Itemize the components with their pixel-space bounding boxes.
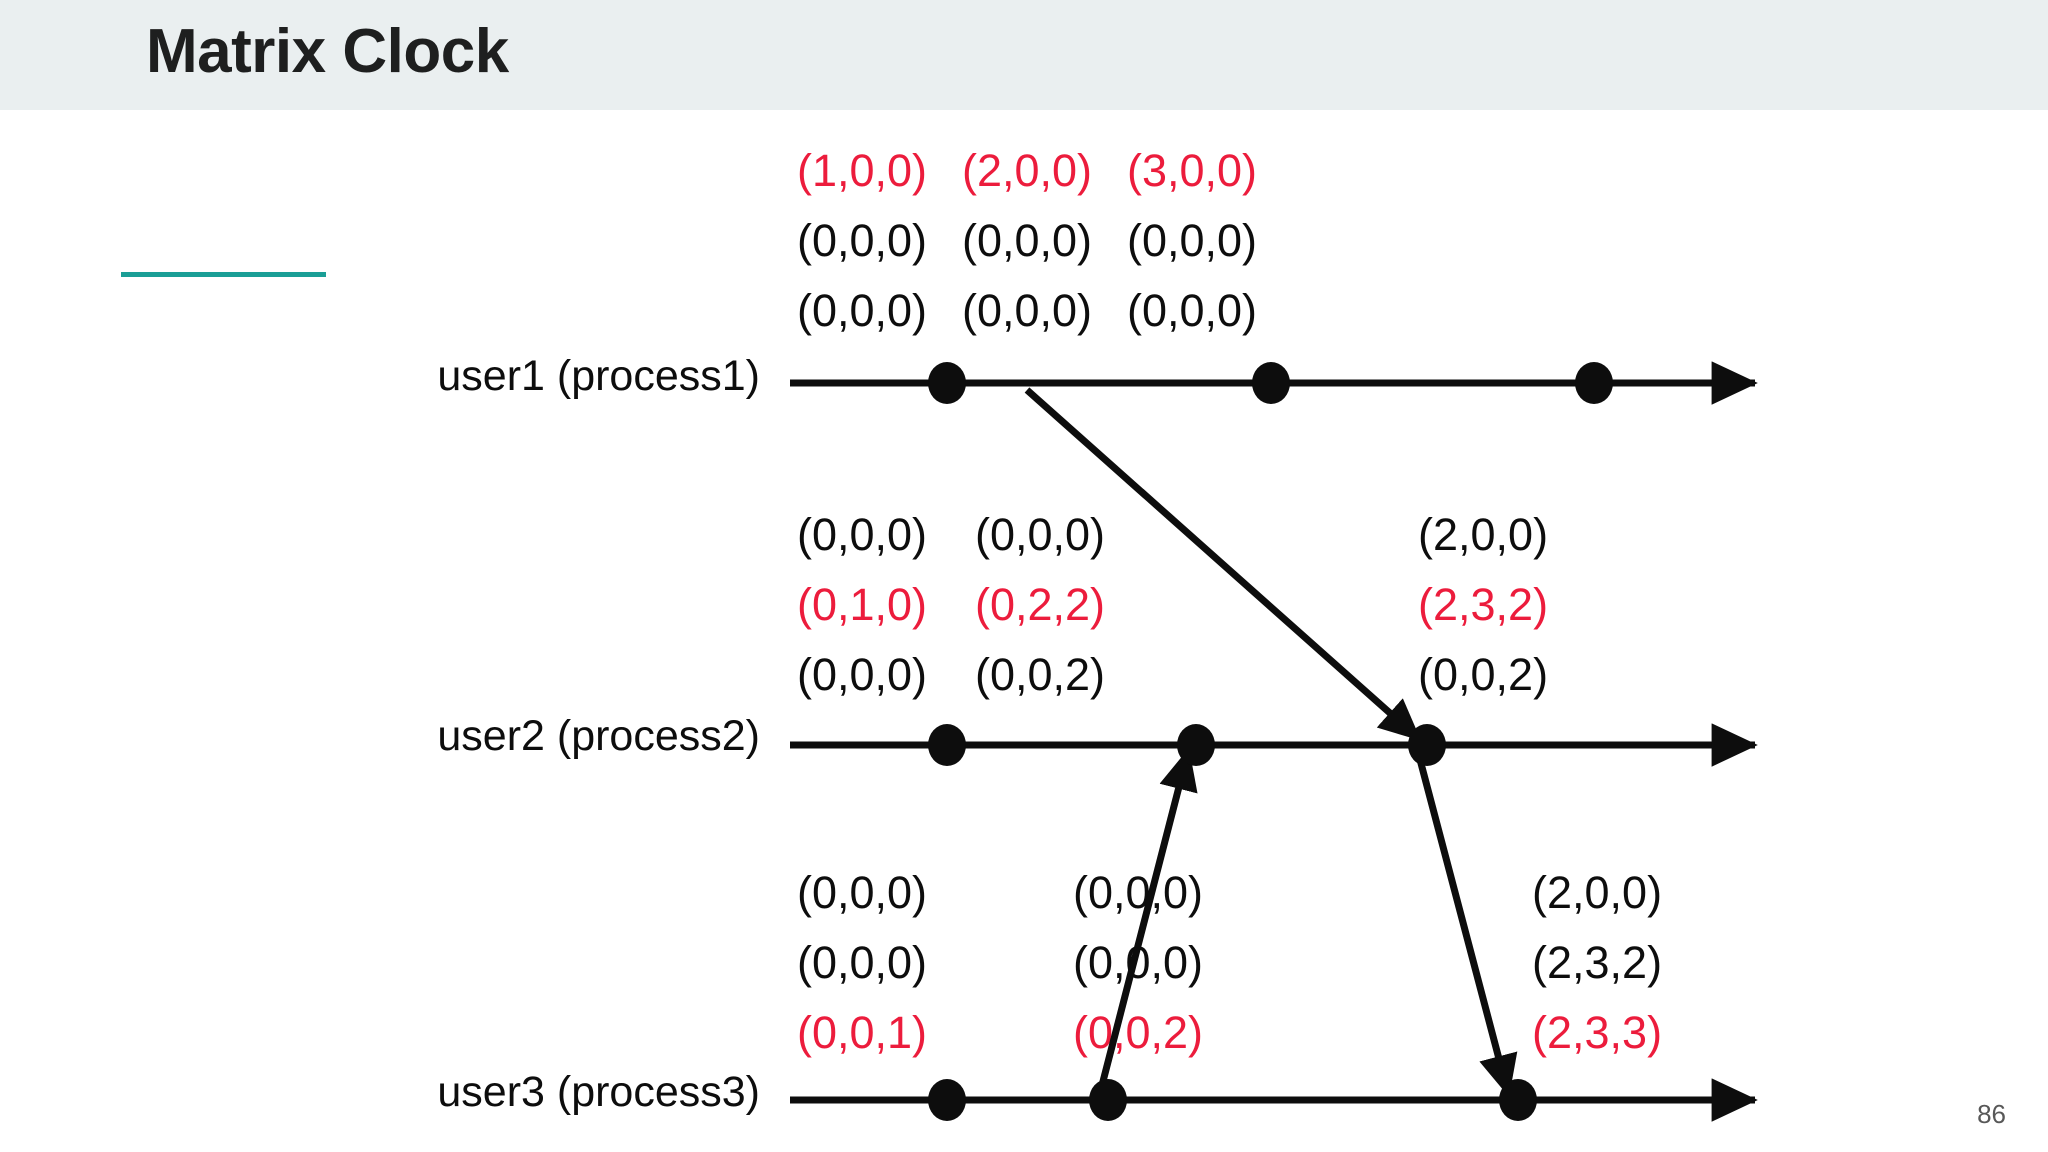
matrix-row: (0,0,0) [796, 937, 928, 988]
timeline-label-user2: user2 (process2) [437, 712, 760, 760]
matrix-row: (1,0,0) [796, 145, 928, 196]
matrix-row: (0,0,2) [1418, 649, 1549, 700]
message-arrow-p1-to-p2 [1024, 387, 1422, 741]
timeline-label-user3: user3 (process3) [437, 1068, 760, 1116]
event-dot-p1-e3 [1575, 362, 1613, 404]
matrix-p2-e3: (2,0,0) (2,3,2) (0,0,2) [1418, 500, 1548, 710]
matrix-row: (0,0,1) [796, 1007, 928, 1058]
matrix-p3-e1: (0,0,0) (0,0,0) (0,0,1) [797, 858, 927, 1068]
matrix-row: (0,0,0) [796, 649, 928, 700]
matrix-row: (0,0,0) [796, 867, 928, 918]
matrix-row: (2,0,0) [1418, 509, 1549, 560]
accent-rule [121, 272, 326, 277]
message-arrow-p2-to-p3 [1414, 751, 1518, 1098]
matrix-row: (0,0,0) [961, 285, 1093, 336]
matrix-row: (0,0,2) [974, 649, 1106, 700]
title-bar [0, 0, 2048, 110]
matrix-row: (0,0,0) [961, 215, 1093, 266]
matrix-row: (0,0,0) [796, 215, 928, 266]
event-dot-p3-e1 [928, 1079, 966, 1121]
matrix-row: (2,0,0) [1532, 867, 1663, 918]
matrix-row: (2,0,0) [961, 145, 1093, 196]
event-dot-p2-e2 [1177, 724, 1215, 766]
matrix-row: (0,0,2) [1072, 1007, 1204, 1058]
matrix-row: (0,0,0) [1126, 215, 1258, 266]
event-dot-p1-e1 [928, 362, 966, 404]
matrix-row: (0,0,0) [796, 509, 928, 560]
event-dot-p3-e3 [1499, 1079, 1537, 1121]
page-title: Matrix Clock [146, 17, 509, 86]
matrix-row: (3,0,0) [1126, 145, 1258, 196]
event-dot-p1-e2 [1252, 362, 1290, 404]
event-dot-p2-e3 [1408, 724, 1446, 766]
matrix-row: (2,3,2) [1532, 937, 1663, 988]
timeline-label-user1: user1 (process1) [437, 352, 760, 400]
matrix-row: (0,0,0) [1072, 867, 1204, 918]
matrix-p3-e3: (2,0,0) (2,3,2) (2,3,3) [1532, 858, 1662, 1068]
message-arrow-p3-to-p2 [1096, 747, 1198, 1094]
matrix-row: (0,2,2) [974, 579, 1106, 630]
matrix-p2-e2: (0,0,0) (0,2,2) (0,0,2) [975, 500, 1105, 710]
matrix-row: (0,0,0) [796, 285, 928, 336]
matrix-row: (0,0,0) [974, 509, 1106, 560]
matrix-p1-e2: (2,0,0) (0,0,0) (0,0,0) [962, 136, 1092, 346]
event-dot-p2-e1 [928, 724, 966, 766]
matrix-p2-e1: (0,0,0) (0,1,0) (0,0,0) [797, 500, 927, 710]
matrix-p1-e3: (3,0,0) (0,0,0) (0,0,0) [1127, 136, 1257, 346]
event-dot-p3-e2 [1089, 1079, 1127, 1121]
matrix-p1-e1: (1,0,0) (0,0,0) (0,0,0) [797, 136, 927, 346]
matrix-p3-e2: (0,0,0) (0,0,0) (0,0,2) [1073, 858, 1203, 1068]
page-number: 86 [1977, 1099, 2006, 1129]
matrix-row: (2,3,3) [1532, 1007, 1663, 1058]
matrix-row: (0,0,0) [1126, 285, 1258, 336]
matrix-row: (0,1,0) [796, 579, 928, 630]
matrix-row: (2,3,2) [1418, 579, 1549, 630]
